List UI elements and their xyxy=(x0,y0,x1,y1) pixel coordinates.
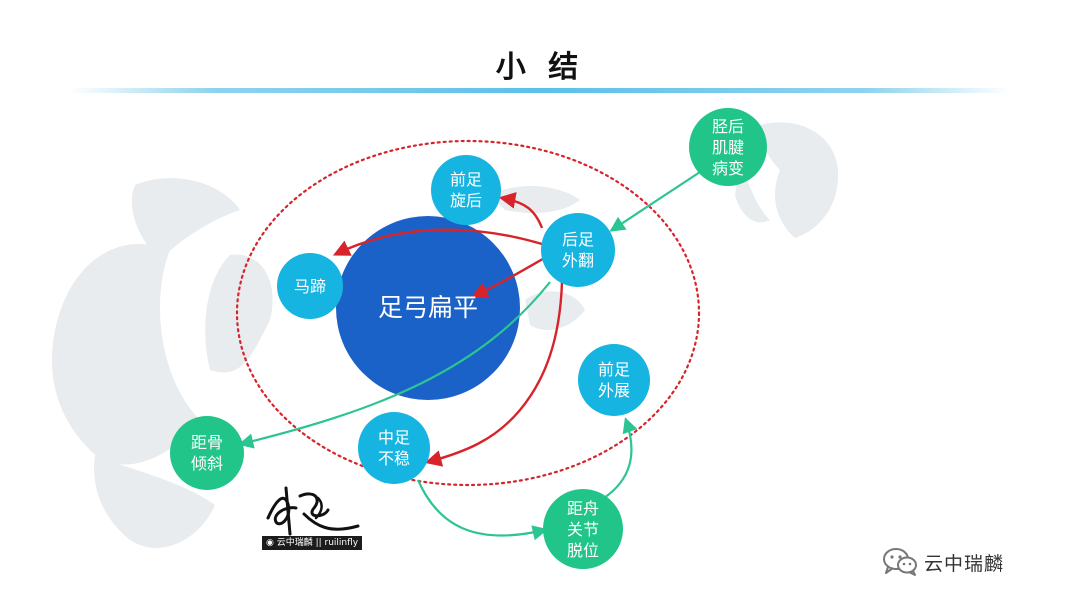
arrow-talonavicular-to-forefoot xyxy=(603,417,638,499)
arrow-hindfoot-to-forefoot-supination xyxy=(498,192,544,229)
node-forefoot-abduction: 前足 外展 xyxy=(578,344,650,416)
arrow-tibialis-to-hindfoot xyxy=(609,171,701,232)
brand-name: 云中瑞麟 xyxy=(924,552,1005,575)
slide-title: 小 结 xyxy=(495,50,585,85)
arrow-hindfoot-to-talus xyxy=(238,281,551,449)
node-tibialis-posterior: 胫后 肌腱 病变 xyxy=(689,108,767,186)
arrow-midfoot-to-talonavicular xyxy=(416,479,549,541)
main-circle-shape xyxy=(336,216,520,400)
arrow-hindfoot-to-midfoot xyxy=(424,281,564,467)
node-midfoot-instability: 中足 不稳 xyxy=(358,412,430,484)
signature-caption: ◉ 云中瑞麟 || ruilinfly xyxy=(262,536,363,550)
node-hoof: 马蹄 xyxy=(277,253,343,319)
title-divider xyxy=(70,88,1010,93)
arrow-hindfoot-to-hoof xyxy=(332,228,543,256)
node-talus-tilt: 距骨 倾斜 xyxy=(170,416,244,490)
node-forefoot-supination: 前足 旋后 xyxy=(431,155,501,225)
wechat-icon xyxy=(883,548,917,576)
signature-mark xyxy=(266,486,360,536)
brand-watermark: 云中瑞麟 xyxy=(882,546,1004,578)
signature-caption-text: 云中瑞麟 || ruilinfly xyxy=(276,538,359,548)
node-talonavicular-dislocation: 距舟 关节 脱位 xyxy=(543,489,623,569)
wechat-mini-icon: ◉ xyxy=(266,538,277,548)
dotted-boundary-ellipse xyxy=(235,139,701,487)
arrow-hindfoot-to-main xyxy=(470,254,549,298)
node-hindfoot-valgus: 后足 外翻 xyxy=(541,213,615,287)
node-flatfoot: 足弓扁平 xyxy=(377,293,478,322)
